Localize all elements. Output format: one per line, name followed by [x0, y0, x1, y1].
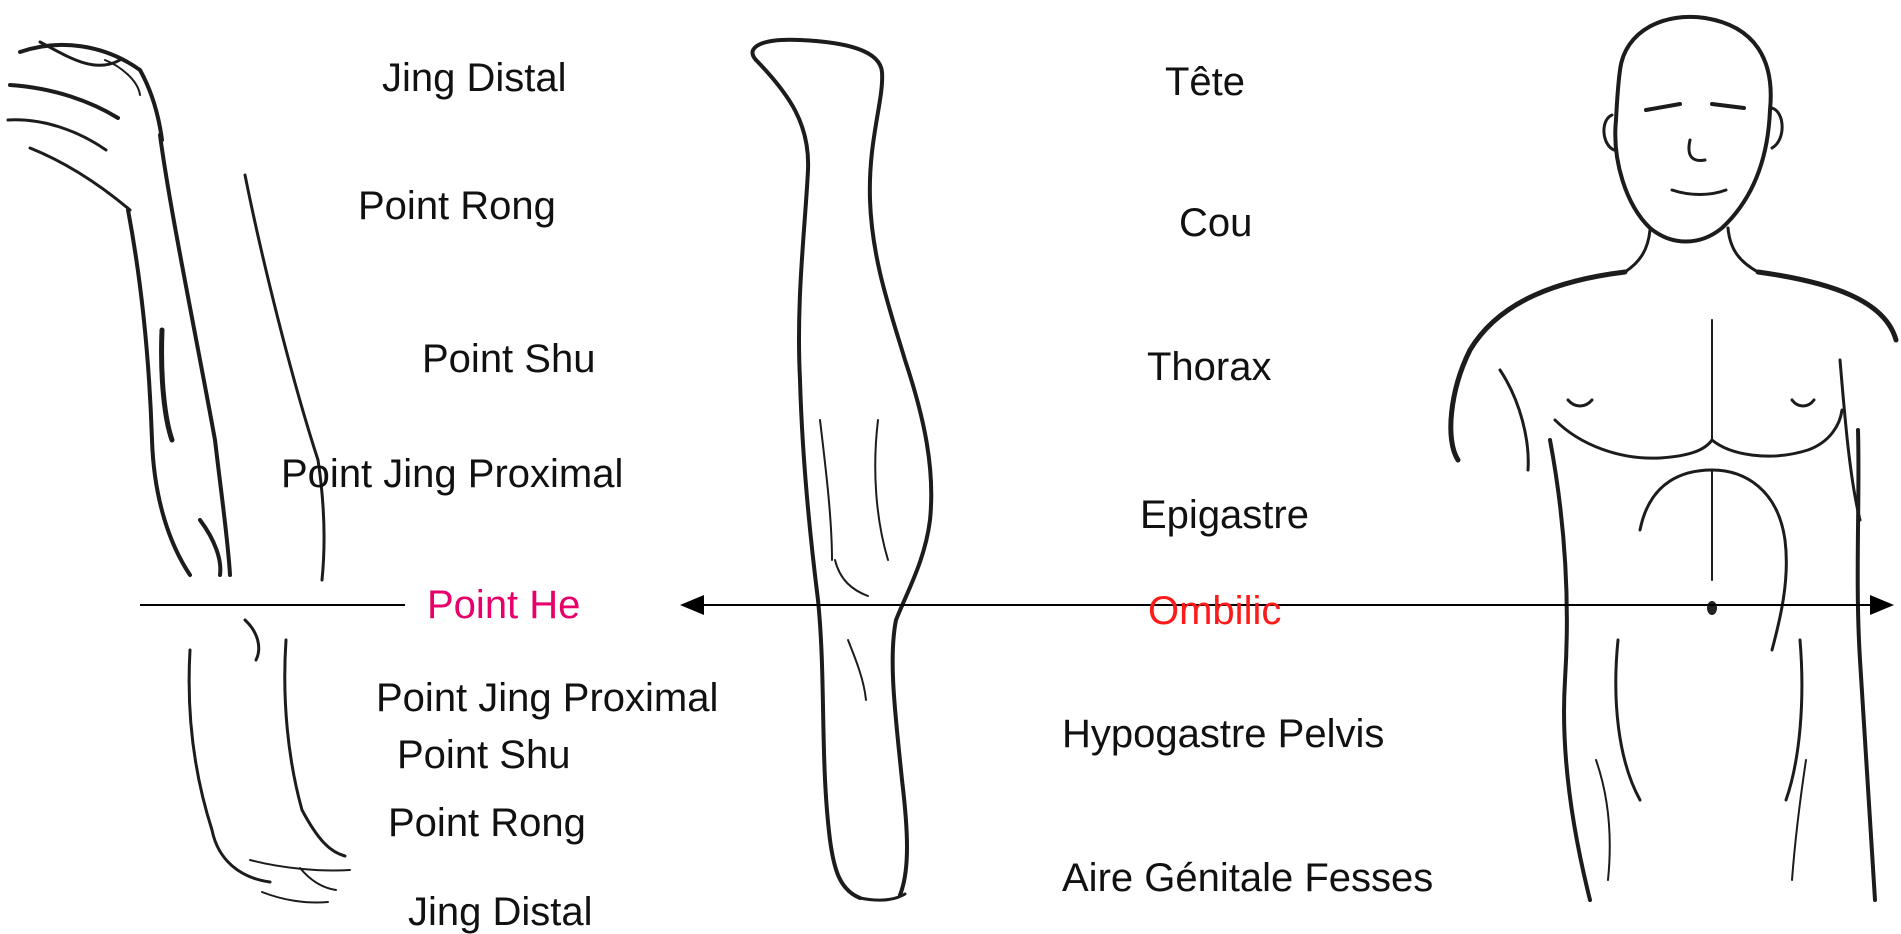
lower-arm-sketch	[189, 620, 350, 903]
label-epigastre: Epigastre	[1140, 495, 1309, 535]
label-aire-genitale-fesses: Aire Génitale Fesses	[1062, 858, 1433, 898]
raised-arm-sketch	[8, 42, 324, 580]
leg-sketch	[753, 40, 932, 900]
label-point-rong-lower: Point Rong	[388, 803, 586, 843]
label-ombilic: Ombilic	[1148, 591, 1281, 631]
label-point-he: Point He	[427, 585, 580, 625]
label-jing-distal-lower: Jing Distal	[408, 892, 593, 932]
label-tete: Tête	[1165, 62, 1245, 102]
label-thorax: Thorax	[1147, 347, 1272, 387]
navel-mark	[1707, 601, 1717, 615]
torso-sketch	[1451, 17, 1896, 900]
label-hypogastre-pelvis: Hypogastre Pelvis	[1062, 714, 1384, 754]
label-point-rong-upper: Point Rong	[358, 186, 556, 226]
label-point-shu-lower: Point Shu	[397, 735, 570, 775]
label-point-jing-proximal-lower: Point Jing Proximal	[376, 678, 718, 718]
label-cou: Cou	[1179, 203, 1252, 243]
label-jing-distal-upper: Jing Distal	[382, 58, 567, 98]
label-point-shu-upper: Point Shu	[422, 339, 595, 379]
label-point-jing-proximal-upper: Point Jing Proximal	[281, 454, 623, 494]
